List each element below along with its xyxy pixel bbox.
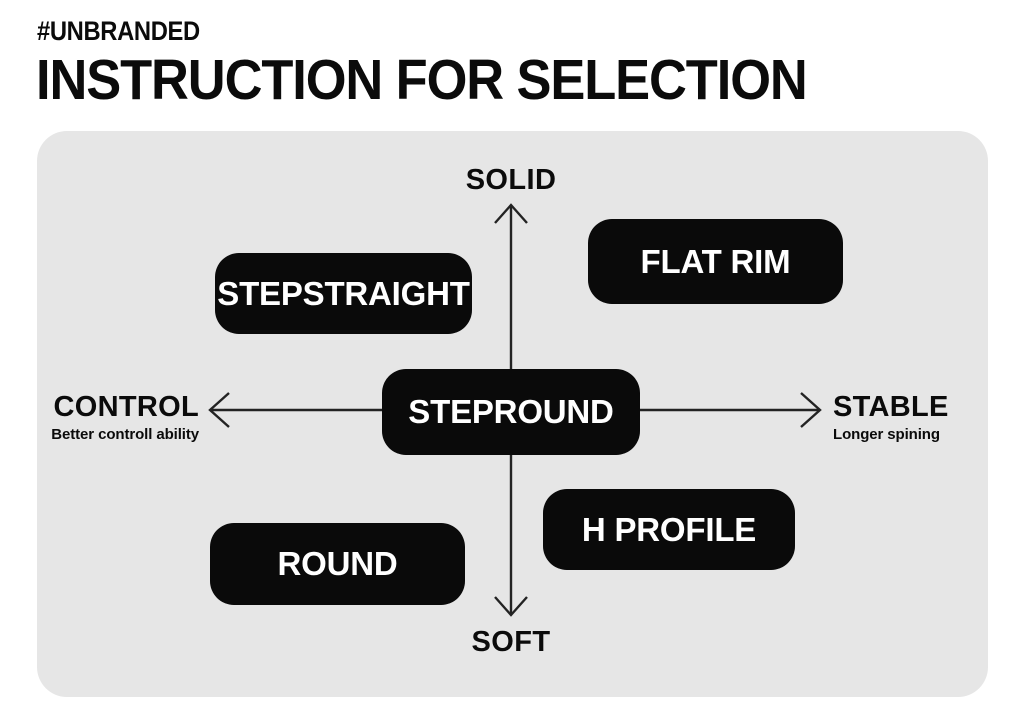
axis-label-control: CONTROL [53, 391, 199, 423]
option-stepstraight[interactable]: STEPSTRAIGHT [215, 253, 472, 334]
axis-sublabel-stable: Longer spining [833, 426, 940, 444]
option-flat-rim[interactable]: FLAT RIM [588, 219, 843, 304]
option-flat-rim-label: FLAT RIM [640, 242, 791, 280]
option-h-profile[interactable]: H PROFILE [543, 489, 795, 570]
page-title: INSTRUCTION FOR SELECTION [36, 48, 808, 112]
option-h-profile-label: H PROFILE [581, 510, 757, 548]
option-round[interactable]: ROUND [210, 523, 465, 605]
eyebrow-label: #UNBRANDED [37, 16, 200, 46]
axis-sublabel-control: Better controll ability [51, 426, 199, 444]
axis-label-solid: SOLID [465, 164, 557, 196]
option-round-label: ROUND [277, 545, 398, 582]
axis-label-control-group: CONTROL Better controll ability [51, 392, 199, 444]
option-stepround[interactable]: STEPROUND [382, 369, 640, 455]
option-stepstraight-label: STEPSTRAIGHT [217, 274, 470, 312]
option-stepround-label: STEPROUND [408, 393, 614, 430]
axis-label-soft: SOFT [471, 626, 551, 658]
axis-label-stable: STABLE [833, 391, 949, 423]
axis-label-stable-group: STABLE Longer spining [833, 392, 949, 444]
